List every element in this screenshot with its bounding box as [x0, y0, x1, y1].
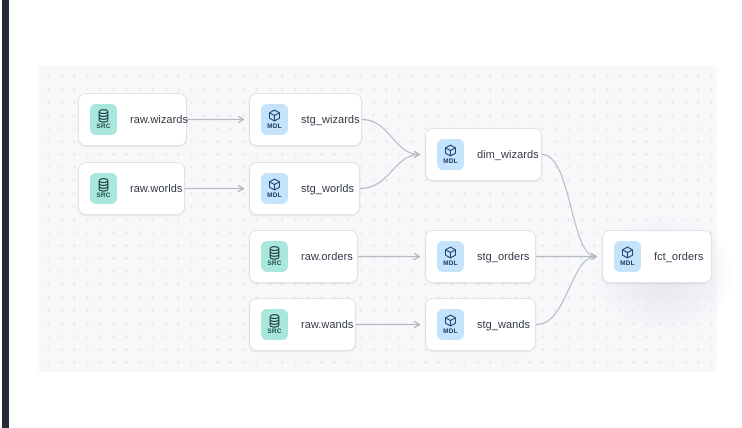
mdl-badge-label: MDL — [620, 259, 635, 267]
node-stg-wands[interactable]: MDL stg_wands — [425, 298, 536, 351]
node-label: fct_orders — [654, 250, 704, 263]
src-badge: SRC — [261, 241, 288, 272]
node-label: raw.wizards — [130, 113, 189, 126]
mdl-badge-label: MDL — [443, 327, 458, 335]
node-raw-orders[interactable]: SRC raw.orders — [249, 230, 358, 283]
mdl-badge-label: MDL — [443, 157, 458, 165]
src-badge-label: SRC — [267, 260, 282, 267]
node-label: stg_orders — [477, 250, 530, 263]
mdl-badge: MDL — [437, 139, 464, 170]
node-raw-wands[interactable]: SRC raw.wands — [249, 298, 356, 351]
src-badge: SRC — [261, 309, 288, 340]
left-sidebar-rail — [2, 0, 9, 428]
node-label: stg_wizards — [301, 113, 360, 126]
src-badge-label: SRC — [267, 328, 282, 335]
edge-dim-wizards-to-fct-orders — [541, 153, 597, 258]
mdl-badge-label: MDL — [267, 191, 282, 199]
mdl-badge: MDL — [261, 104, 288, 135]
node-dim-wizards[interactable]: MDL dim_wizards — [425, 128, 542, 181]
mdl-badge-label: MDL — [443, 259, 458, 267]
node-stg-orders[interactable]: MDL stg_orders — [425, 230, 536, 283]
src-badge-label: SRC — [96, 123, 111, 130]
edge-stg-worlds-to-dim-wizards — [359, 153, 420, 190]
edge-stg-wands-to-fct-orders — [535, 255, 597, 326]
mdl-badge: MDL — [261, 173, 288, 204]
src-badge-label: SRC — [96, 192, 111, 199]
node-label: dim_wizards — [477, 148, 539, 161]
edge-stg-wizards-to-dim-wizards — [361, 118, 420, 156]
node-label: stg_wands — [477, 318, 531, 331]
lineage-canvas[interactable]: SRC raw.wizards SRC raw.worlds SRC ra — [38, 66, 733, 372]
node-label: stg_worlds — [301, 182, 355, 195]
mdl-badge-label: MDL — [267, 122, 282, 130]
node-raw-worlds[interactable]: SRC raw.worlds — [78, 162, 185, 215]
node-stg-worlds[interactable]: MDL stg_worlds — [249, 162, 360, 215]
node-fct-orders[interactable]: MDL fct_orders — [602, 230, 712, 283]
node-label: raw.wands — [301, 318, 354, 331]
node-label: raw.orders — [301, 250, 353, 263]
node-stg-wizards[interactable]: MDL stg_wizards — [249, 93, 362, 146]
node-raw-wizards[interactable]: SRC raw.wizards — [78, 93, 189, 146]
node-label: raw.worlds — [130, 182, 183, 195]
mdl-badge: MDL — [437, 309, 464, 340]
mdl-badge: MDL — [614, 241, 641, 272]
src-badge: SRC — [90, 104, 117, 135]
src-badge: SRC — [90, 173, 117, 204]
mdl-badge: MDL — [437, 241, 464, 272]
